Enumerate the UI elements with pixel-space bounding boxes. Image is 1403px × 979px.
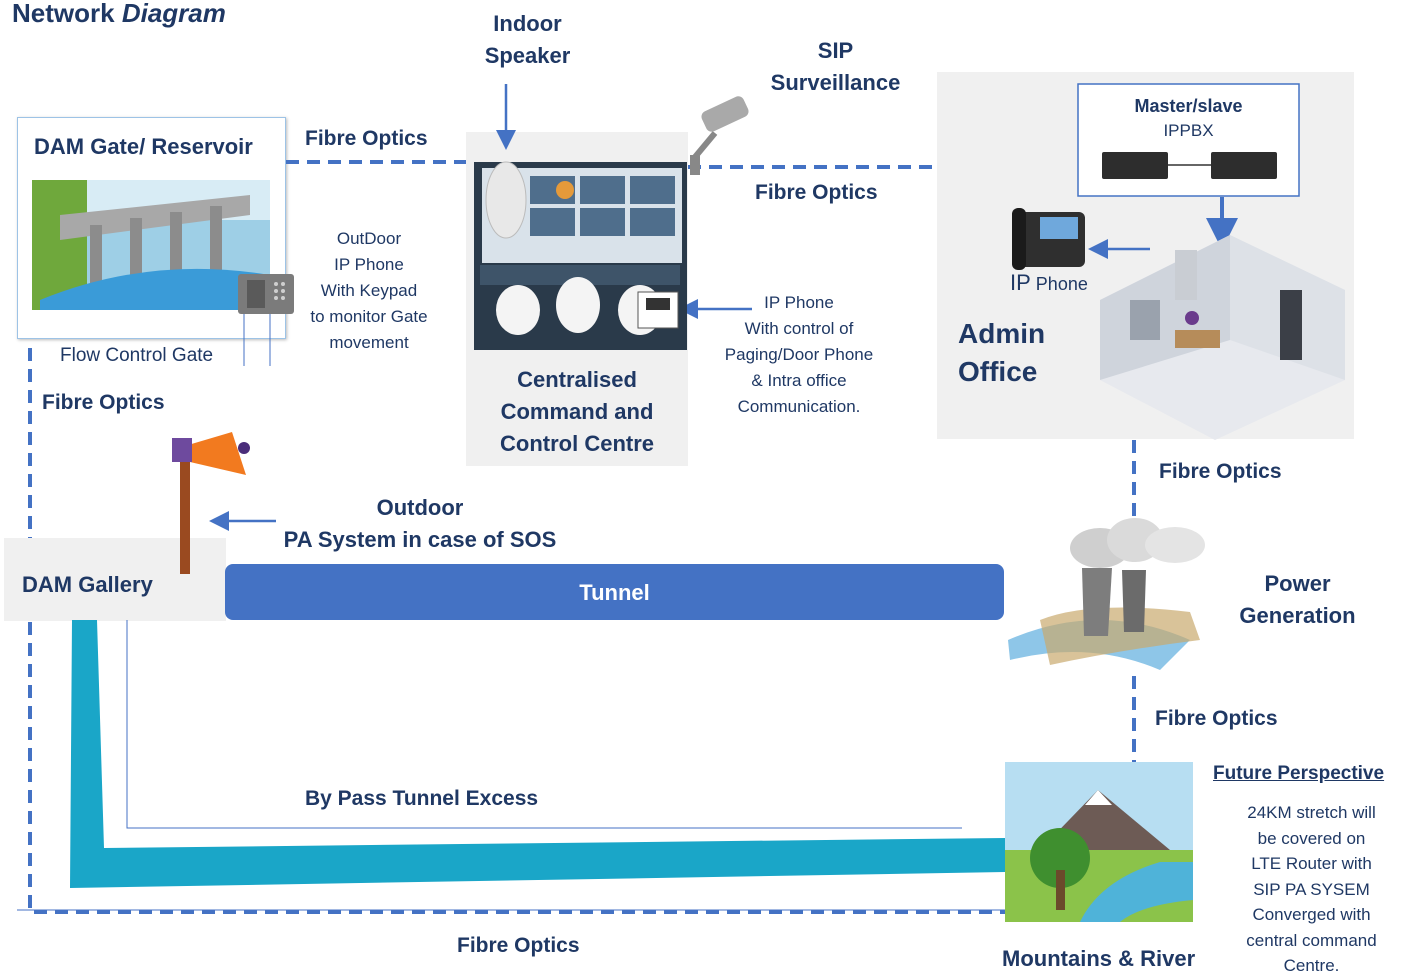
future-text-line1: 24KM stretch will bbox=[1247, 803, 1376, 822]
keypad-phone-image bbox=[238, 274, 294, 314]
admin-office-image bbox=[1100, 235, 1345, 440]
power-generation-line1: Power bbox=[1264, 571, 1331, 596]
ip-phone-control-line2: With control of bbox=[744, 319, 854, 338]
future-text-line5: Converged with bbox=[1252, 905, 1371, 924]
mountains-river-label: Mountains & River bbox=[1002, 946, 1196, 971]
command-centre-line1: Centralised bbox=[517, 367, 637, 392]
title-italic: Diagram bbox=[121, 0, 226, 28]
future-perspective-text: 24KM stretch will be covered on LTE Rout… bbox=[1220, 800, 1403, 979]
power-generation-label: Power Generation bbox=[1220, 568, 1375, 632]
outdoor-phone-line2: IP Phone bbox=[334, 255, 404, 274]
fibre-optics-label-right-1: Fibre Optics bbox=[1159, 460, 1282, 483]
sip-surveillance-line1: SIP bbox=[817, 38, 854, 63]
command-centre-label: Centralised Command and Control Centre bbox=[466, 364, 688, 460]
bypass-tunnel-band bbox=[70, 620, 1005, 888]
megaphone-image bbox=[172, 432, 250, 574]
ip-phone-admin-phone: Phone bbox=[1030, 274, 1088, 294]
indoor-speaker-line2: Speaker bbox=[484, 43, 571, 68]
admin-office-line2: Office bbox=[958, 356, 1038, 387]
outdoor-phone-line3: With Keypad bbox=[320, 281, 418, 300]
fibre-optics-label-top-left: Fibre Optics bbox=[305, 127, 428, 150]
ip-phone-control-label: IP Phone With control of Paging/Door Pho… bbox=[713, 290, 885, 420]
outdoor-ip-phone-label: OutDoor IP Phone With Keypad to monitor … bbox=[294, 226, 444, 356]
future-text-line6: central command bbox=[1246, 930, 1377, 950]
outdoor-phone-line5: movement bbox=[329, 333, 409, 352]
outdoor-pa-label: Outdoor PA System in case of SOS bbox=[270, 492, 570, 556]
desk-phone-image bbox=[1012, 208, 1085, 270]
ip-phone-control-line4: & Intra office bbox=[751, 371, 847, 390]
command-centre-line3: Control Centre bbox=[500, 431, 654, 456]
tunnel-label: Tunnel bbox=[579, 580, 650, 605]
future-text-line2: be covered on bbox=[1257, 828, 1366, 848]
ippbx-label: IPPBX bbox=[1163, 121, 1214, 140]
future-perspective-title: Future Perspective bbox=[1213, 763, 1385, 784]
sip-surveillance-label: SIP Surveillance bbox=[758, 35, 913, 99]
power-plant-image bbox=[1008, 518, 1205, 670]
title-main: Network bbox=[12, 0, 122, 28]
fibre-optics-label-left: Fibre Optics bbox=[42, 391, 165, 414]
bypass-tunnel-label: By Pass Tunnel Excess bbox=[305, 787, 539, 810]
outdoor-phone-line1: OutDoor bbox=[336, 229, 402, 248]
ip-phone-admin-label: IP Phone bbox=[1010, 270, 1088, 296]
dam-gallery-label: DAM Gallery bbox=[22, 572, 153, 597]
indoor-speaker-line1: Indoor bbox=[493, 11, 562, 36]
future-text-line7: Centre. bbox=[1283, 956, 1340, 975]
ip-phone-admin-ip: IP bbox=[1010, 270, 1031, 295]
future-text-line3: LTE Router with bbox=[1251, 854, 1372, 873]
ip-phone-control-line5: Communication. bbox=[737, 397, 861, 416]
surveillance-camera-image bbox=[690, 96, 749, 175]
command-centre-line2: Command and bbox=[500, 399, 654, 424]
future-text-line4: SIP PA SYSEM bbox=[1253, 879, 1370, 899]
master-slave-label: Master/slave bbox=[1134, 96, 1243, 116]
outdoor-phone-line4: to monitor Gate bbox=[310, 307, 428, 326]
sip-surveillance-line2: Surveillance bbox=[770, 70, 901, 95]
admin-office-line1: Admin bbox=[958, 318, 1046, 349]
dam-image bbox=[32, 180, 270, 310]
power-generation-line2: Generation bbox=[1239, 603, 1356, 628]
fibre-optics-label-top-right: Fibre Optics bbox=[755, 181, 878, 204]
admin-office-label: Admin Office bbox=[958, 315, 1045, 391]
ip-phone-control-line3: Paging/Door Phone bbox=[724, 345, 874, 364]
fibre-optics-label-bottom: Fibre Optics bbox=[457, 934, 580, 957]
mountains-image bbox=[1005, 762, 1193, 922]
flow-control-gate-label: Flow Control Gate bbox=[60, 345, 214, 366]
ip-phone-control-line1: IP Phone bbox=[764, 293, 834, 312]
outdoor-pa-line2: PA System in case of SOS bbox=[283, 527, 557, 552]
page-title: Network Diagram bbox=[12, 0, 226, 29]
fibre-optics-label-right-2: Fibre Optics bbox=[1155, 707, 1278, 730]
command-centre-image bbox=[474, 161, 687, 350]
outdoor-pa-line1: Outdoor bbox=[376, 495, 464, 520]
dam-gate-label: DAM Gate/ Reservoir bbox=[34, 134, 253, 159]
indoor-speaker-label: Indoor Speaker bbox=[460, 8, 595, 72]
tunnel-bar bbox=[225, 564, 1004, 620]
